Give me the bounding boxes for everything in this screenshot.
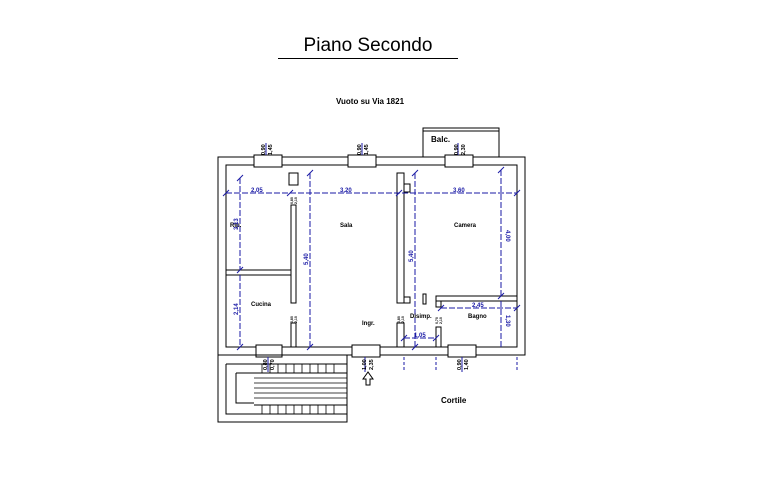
opening-w5-height: 1,40 bbox=[464, 359, 470, 370]
bottom-windows bbox=[255, 344, 477, 358]
opening-w2-height: 1,45 bbox=[364, 144, 370, 155]
opening-w1-width: 0,90 bbox=[261, 144, 267, 155]
entrance-arrow-icon bbox=[362, 371, 374, 386]
door-mark-4: 2,10 bbox=[294, 316, 298, 323]
room-label-sala: Sala bbox=[340, 223, 353, 229]
dim-sala-depth: 5,40 bbox=[304, 253, 310, 265]
door-mark-8: 2,10 bbox=[439, 317, 443, 324]
dim-disimp-depth: 5,40 bbox=[409, 250, 415, 262]
door-mark-5: 0,80 bbox=[397, 316, 401, 323]
dim-camera-width: 3,60 bbox=[453, 188, 465, 194]
room-label-cucina: Cucina bbox=[251, 302, 272, 308]
dim-bagno-width: 2,45 bbox=[472, 303, 484, 309]
door-mark-6: 2,10 bbox=[401, 316, 405, 323]
balcony-label: Balc. bbox=[431, 135, 450, 144]
door-mark-7: 0,70 bbox=[435, 317, 439, 324]
dim-rip-width: 2,05 bbox=[251, 188, 263, 194]
opening-w2-width: 0,90 bbox=[357, 144, 363, 155]
door-mark-2: 2,10 bbox=[294, 197, 298, 204]
dim-disimp-width: 1,05 bbox=[414, 333, 426, 339]
opening-w4-width: 0,80 bbox=[263, 359, 269, 370]
opening-w1-height: 1,45 bbox=[268, 144, 274, 155]
page-title: Piano Secondo bbox=[303, 35, 433, 56]
opening-w4-height: 0,70 bbox=[270, 359, 276, 370]
opening-w3-height: 2,30 bbox=[461, 144, 467, 155]
door-mark-1: 0,80 bbox=[290, 197, 294, 204]
dim-rip-depth: 3,13 bbox=[234, 218, 240, 230]
interior-walls bbox=[225, 172, 518, 348]
room-label-bagno: Bagno bbox=[468, 314, 487, 320]
room-label-ingr: Ingr. bbox=[362, 321, 375, 327]
dim-sala-width: 3,20 bbox=[340, 188, 352, 194]
dimension-ticks bbox=[222, 166, 521, 351]
street-label: Vuoto su Via 1821 bbox=[336, 97, 405, 106]
courtyard-label: Cortile bbox=[441, 396, 467, 405]
dimension-lines bbox=[226, 143, 518, 372]
title-underline bbox=[278, 58, 458, 59]
dim-bagno-depth: 1,30 bbox=[504, 315, 510, 327]
door-mark-3: 0,80 bbox=[290, 316, 294, 323]
room-label-disimp: Disimp. bbox=[410, 314, 432, 320]
opening-door-height: 2,35 bbox=[369, 359, 375, 370]
opening-w3-width: 0,90 bbox=[454, 144, 460, 155]
room-label-camera: Camera bbox=[454, 223, 477, 229]
dim-cucina-depth: 2,14 bbox=[234, 303, 240, 315]
staircase bbox=[217, 354, 348, 423]
room-label-rip: Rip. bbox=[230, 223, 242, 229]
opening-w5-width: 0,90 bbox=[457, 359, 463, 370]
opening-door-width: 1,00 bbox=[362, 359, 368, 370]
dim-camera-depth: 4,00 bbox=[504, 230, 510, 242]
